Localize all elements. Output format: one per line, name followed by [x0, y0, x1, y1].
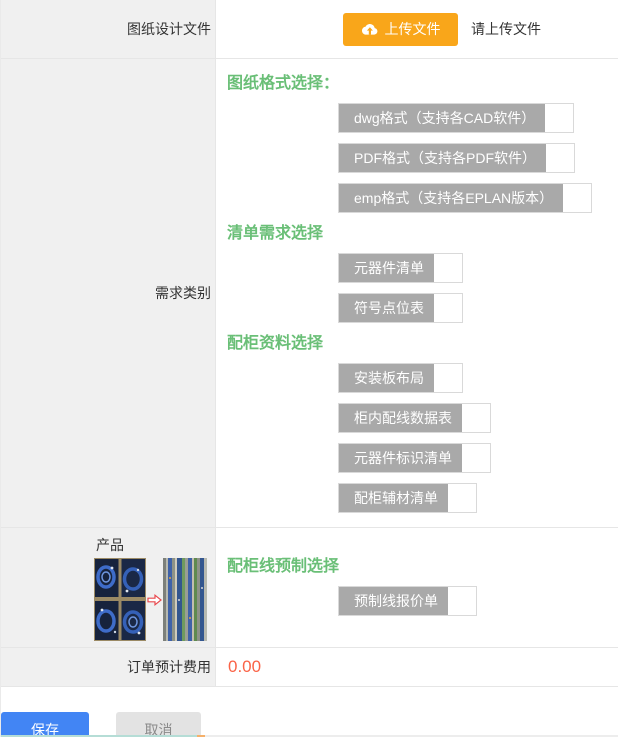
- design-file-label: 图纸设计文件: [127, 21, 211, 37]
- option-label: 元器件标识清单: [339, 444, 462, 472]
- cost-value: 0.00: [228, 657, 262, 676]
- cloud-upload-icon: [361, 23, 378, 36]
- option-component-list[interactable]: 元器件清单: [338, 253, 463, 283]
- cancel-button[interactable]: 取消: [116, 712, 201, 737]
- upload-file-button[interactable]: 上传文件: [343, 12, 458, 46]
- save-button[interactable]: 保存: [1, 712, 89, 737]
- category-value-cell: 图纸格式选择： dwg格式（支持各CAD软件） PDF格式（支持各PDF软件） …: [216, 59, 618, 527]
- option-label: emp格式（支持各EPLAN版本）: [339, 184, 564, 212]
- cost-label-cell: 订单预计费用: [1, 648, 216, 686]
- option-symbol-point-table[interactable]: 符号点位表: [338, 293, 463, 323]
- option-checkbox[interactable]: [434, 294, 462, 322]
- option-dwg-format[interactable]: dwg格式（支持各CAD软件）: [338, 103, 575, 133]
- product-block: 产品: [94, 535, 207, 641]
- product-label: 产品: [96, 537, 124, 553]
- section-heading-drawing-format: 图纸格式选择：: [227, 75, 340, 92]
- option-checkbox[interactable]: [448, 587, 476, 615]
- option-label: 预制线报价单: [339, 587, 448, 615]
- form-row-product: 产品: [1, 528, 618, 648]
- option-pdf-format[interactable]: PDF格式（支持各PDF软件）: [338, 143, 575, 173]
- option-label: 配柜辅材清单: [339, 484, 448, 512]
- cost-label: 订单预计费用: [127, 659, 211, 675]
- product-image-wire-coils: [94, 558, 146, 641]
- form-row-category: 需求类别 图纸格式选择： dwg格式（支持各CAD软件） PDF格式（支持各PD…: [1, 59, 618, 528]
- product-label-cell: 产品: [1, 528, 216, 647]
- option-checkbox[interactable]: [434, 364, 462, 392]
- option-checkbox[interactable]: [563, 184, 592, 212]
- product-image-prefab-wires: [163, 558, 207, 641]
- option-label: 符号点位表: [339, 294, 434, 322]
- option-checkbox[interactable]: [434, 254, 462, 282]
- option-checkbox[interactable]: [462, 444, 490, 472]
- option-label: dwg格式（支持各CAD软件）: [339, 104, 546, 132]
- option-emp-format[interactable]: emp格式（支持各EPLAN版本）: [338, 183, 593, 213]
- cost-value-cell: 0.00: [216, 648, 618, 686]
- upload-hint: 请上传文件: [471, 21, 541, 37]
- option-label: 柜内配线数据表: [339, 404, 462, 432]
- section-heading-prefab-wire: 配柜线预制选择: [227, 558, 340, 575]
- form-row-design-file: 图纸设计文件 上传文件 请上传文件: [1, 0, 618, 59]
- section-heading-cabinet-data: 配柜资料选择: [227, 335, 324, 352]
- option-cabinet-wiring-table[interactable]: 柜内配线数据表: [338, 403, 491, 433]
- category-label: 需求类别: [155, 285, 211, 301]
- option-label: PDF格式（支持各PDF软件）: [339, 144, 546, 172]
- design-file-label-cell: 图纸设计文件: [1, 0, 216, 58]
- option-checkbox[interactable]: [546, 144, 574, 172]
- product-value-cell: 配柜线预制选择 预制线报价单: [216, 528, 618, 647]
- design-file-value-cell: 上传文件 请上传文件: [216, 0, 618, 58]
- option-prefab-wire-quotation[interactable]: 预制线报价单: [338, 586, 477, 616]
- section-heading-list-requirement: 清单需求选择: [227, 225, 324, 242]
- option-auxiliary-material-list[interactable]: 配柜辅材清单: [338, 483, 477, 513]
- option-checkbox[interactable]: [545, 104, 574, 132]
- form-row-cost: 订单预计费用 0.00: [1, 648, 618, 687]
- red-arrow-right-icon: [147, 593, 162, 607]
- category-label-cell: 需求类别: [1, 59, 216, 527]
- option-checkbox[interactable]: [448, 484, 476, 512]
- option-mounting-plate-layout[interactable]: 安装板布局: [338, 363, 463, 393]
- next-section-edge: [1, 735, 618, 737]
- option-checkbox[interactable]: [462, 404, 490, 432]
- form-actions: 保存 取消: [1, 712, 201, 737]
- option-label: 元器件清单: [339, 254, 434, 282]
- product-images: [94, 558, 207, 641]
- upload-button-label: 上传文件: [384, 21, 441, 37]
- option-label: 安装板布局: [339, 364, 434, 392]
- option-component-id-list[interactable]: 元器件标识清单: [338, 443, 491, 473]
